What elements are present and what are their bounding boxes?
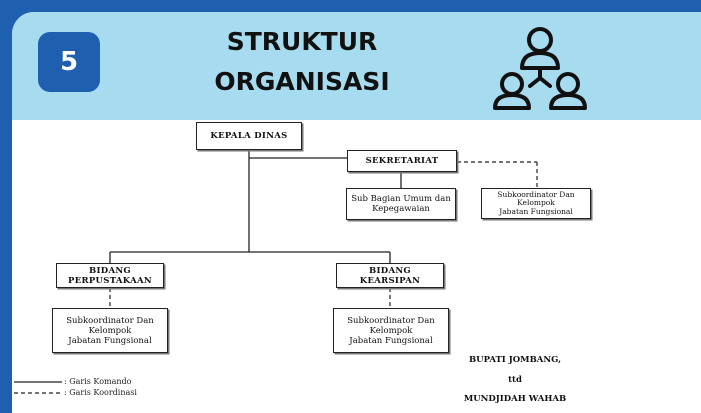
legend-komando-label: : Garis Komando — [64, 377, 132, 386]
label-subko1-line-3: Jabatan Fungsional — [68, 335, 152, 346]
label-subko1-line-1: Subkoordinator Dan — [66, 315, 154, 326]
box-subkoordinator-perpustakaan: Subkoordinator Dan Kelompok Jabatan Fung… — [52, 308, 168, 353]
label-subko-sek-line-2: Kelompok — [517, 198, 555, 208]
box-subkoordinator-kearsipan: Subkoordinator Dan Kelompok Jabatan Fung… — [333, 308, 449, 353]
label-bidang2-line-1: BIDANG — [369, 265, 411, 276]
label-bidang2-line-2: KEARSIPAN — [359, 275, 421, 286]
label-subko2-line-2: Kelompok — [369, 325, 413, 336]
box-kepala-dinas: KEPALA DINAS — [196, 122, 302, 150]
box-bidang-perpustakaan: BIDANG PERPUSTAKAAN — [56, 263, 164, 288]
label-subbag-line-2: Kepegawaian — [372, 204, 430, 214]
label-bidang1-line-1: BIDANG — [89, 265, 131, 276]
legend-koordinasi-label: : Garis Koordinasi — [64, 388, 137, 397]
title-line-2: ORGANISASI — [214, 67, 390, 96]
page-title: STRUKTUR ORGANISASI — [162, 22, 442, 102]
box-sub-bagian-umum: Sub Bagian Umum dan Kepegawaian — [346, 188, 456, 220]
section-number-badge: 5 — [38, 32, 100, 92]
card-header: 5 STRUKTUR ORGANISASI — [12, 12, 701, 120]
label-bidang1-line-2: PERPUSTAKAAN — [68, 275, 152, 286]
people-hierarchy-icon — [493, 27, 587, 110]
label-subko-sek-line-1: Subkoordinator Dan — [497, 189, 575, 199]
box-sekretariat: SEKRETARIAT — [347, 150, 457, 172]
label-subko1-line-2: Kelompok — [88, 325, 132, 336]
label-subko2-line-3: Jabatan Fungsional — [349, 335, 433, 346]
title-line-1: STRUKTUR — [226, 27, 378, 56]
box-subkoordinator-sekretariat: Subkoordinator Dan Kelompok Jabatan Fung… — [481, 188, 591, 219]
signature-title: BUPATI JOMBANG, — [468, 355, 562, 365]
signature-name: MUNDJIDAH WAHAB — [463, 394, 567, 404]
label-subko-sek-line-3: Jabatan Fungsional — [499, 206, 573, 216]
label-sekretariat: SEKRETARIAT — [365, 156, 439, 166]
label-subbag-line-1: Sub Bagian Umum dan — [351, 194, 451, 204]
box-bidang-kearsipan: BIDANG KEARSIPAN — [336, 263, 444, 288]
label-subko2-line-1: Subkoordinator Dan — [347, 315, 435, 326]
label-kepala-dinas: KEPALA DINAS — [210, 131, 288, 141]
signature-ttd: ttd — [508, 375, 522, 385]
